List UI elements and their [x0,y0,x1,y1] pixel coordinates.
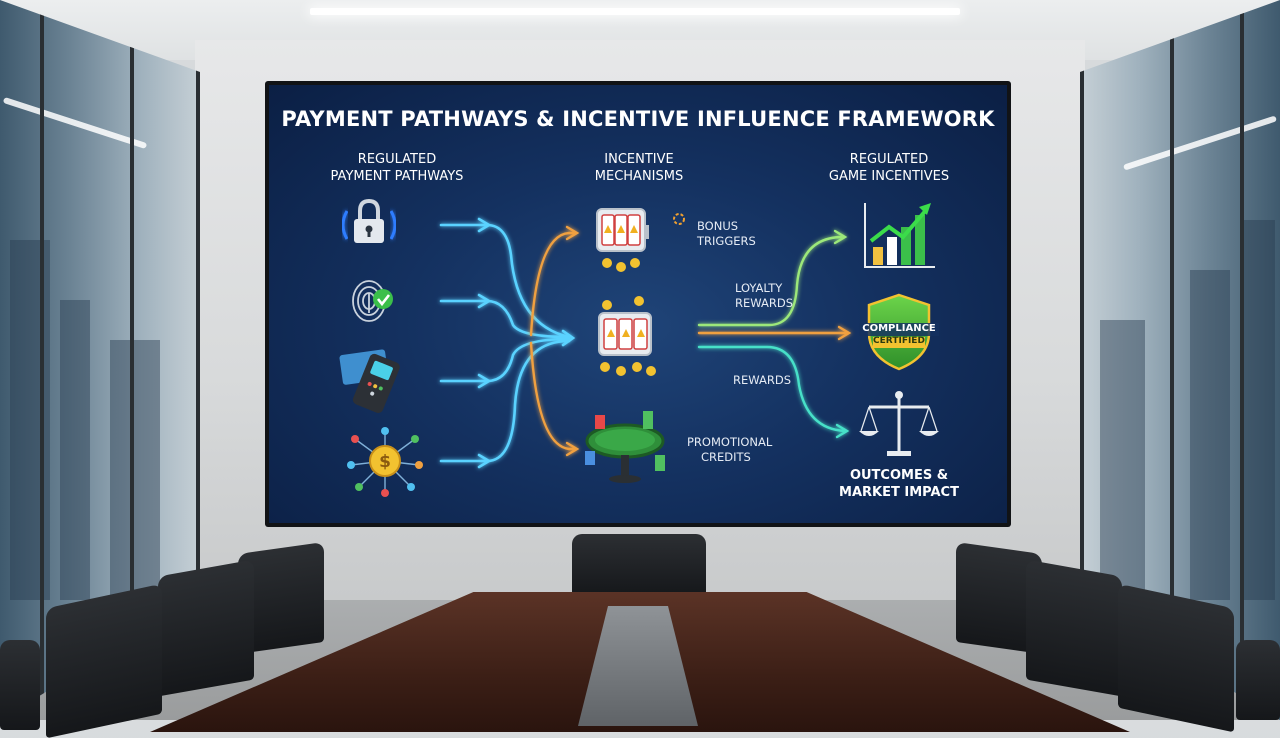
label-outcomes-market-impact: OUTCOMES & MARKET IMPACT [839,468,959,500]
scales-icon [859,391,939,456]
column-heading-game: REGULATED GAME INCENTIVES [828,152,950,184]
chair [1236,640,1280,720]
fingerprint-check-icon [352,280,393,322]
chair [1026,559,1122,697]
card-terminal-icon [339,349,400,413]
slot-machine-icon [598,296,656,376]
wall-display: PAYMENT PATHWAYS & INCENTIVE INFLUENCE F… [269,85,1007,523]
outcome-flow-line [697,345,850,439]
flow-diagram: $ [339,198,939,497]
coin-network-icon: $ [347,427,423,497]
compliance-shield-icon [859,293,939,371]
growth-flow-line [697,229,848,327]
svg-text:$: $ [379,452,391,472]
incentive-flow-lines [529,225,852,457]
column-heading-payment: REGULATED PAYMENT PATHWAYS [330,152,464,184]
label-promotional-credits: PROMOTIONAL CREDITS [687,435,773,464]
label-bonus-triggers: BONUS TRIGGERS [697,219,756,248]
framework-title: PAYMENT PATHWAYS & INCENTIVE INFLUENCE F… [281,107,995,131]
label-loyalty-rewards: LOYALTY REWARDS [735,281,794,310]
poker-table-icon [585,411,665,483]
label-rewards: REWARDS [733,373,792,387]
label-compliance-certified: COMPLIANCE CERTIFIED [862,323,936,346]
slot-machine-icon [596,208,685,272]
chair [158,559,254,697]
glass-wall-left [0,0,200,720]
payment-flow-lines [439,217,576,469]
chair [572,534,706,596]
column-heading-incentive: INCENTIVE MECHANISMS [594,152,684,184]
ceiling-light [310,8,960,15]
chair [1118,583,1234,733]
lock-icon [341,198,397,243]
chair [0,640,40,730]
chair [46,583,162,738]
growth-chart-icon [864,203,935,268]
